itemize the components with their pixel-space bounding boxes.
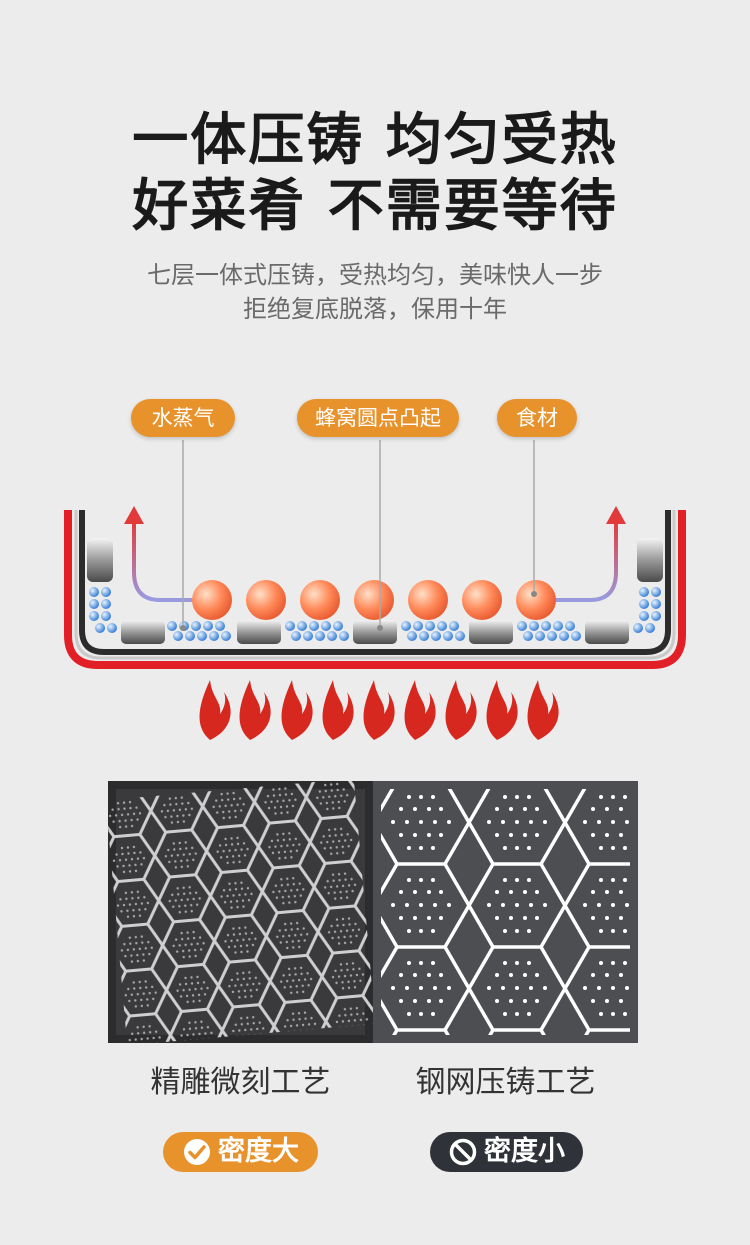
water-beads	[89, 587, 661, 641]
label-steam: 水蒸气	[131, 399, 235, 437]
subtitle-line-2: 拒绝复底脱落，保用十年	[243, 295, 507, 323]
check-circle-icon	[182, 1137, 212, 1167]
fine-engraving-texture-image	[108, 781, 373, 1043]
badge-low-density-label: 密度小	[484, 1136, 565, 1167]
flames	[199, 680, 559, 740]
label-food: 食材	[497, 399, 577, 437]
pan-cross-section-diagram	[0, 440, 750, 764]
honeycomb-bumps	[121, 620, 629, 644]
badge-high-density: 密度大	[163, 1132, 318, 1172]
headline-line-1: 一体压铸 均匀受热	[132, 108, 618, 173]
food-balls	[192, 580, 556, 620]
right-wall-block	[637, 538, 663, 582]
left-steam-arrow	[132, 520, 200, 602]
label-honeycomb: 蜂窝圆点凸起	[297, 399, 459, 437]
badge-low-density: 密度小	[430, 1132, 583, 1172]
steel-mesh-texture-image	[373, 781, 638, 1043]
prohibit-icon	[448, 1137, 478, 1167]
headline-line-2: 好菜肴 不需要等待	[132, 174, 618, 239]
pan-wall	[79, 510, 671, 655]
caption-steel-mesh: 钢网压铸工艺	[415, 1065, 596, 1100]
right-steam-arrow	[550, 520, 618, 602]
pan-outer-heat-layer	[64, 510, 686, 669]
subtitle-line-1: 七层一体式压铸，受热均匀，美味快人一步	[147, 261, 603, 289]
left-wall-block	[87, 538, 113, 582]
badge-high-density-label: 密度大	[218, 1136, 299, 1167]
caption-fine-engraving: 精雕微刻工艺	[150, 1065, 331, 1100]
